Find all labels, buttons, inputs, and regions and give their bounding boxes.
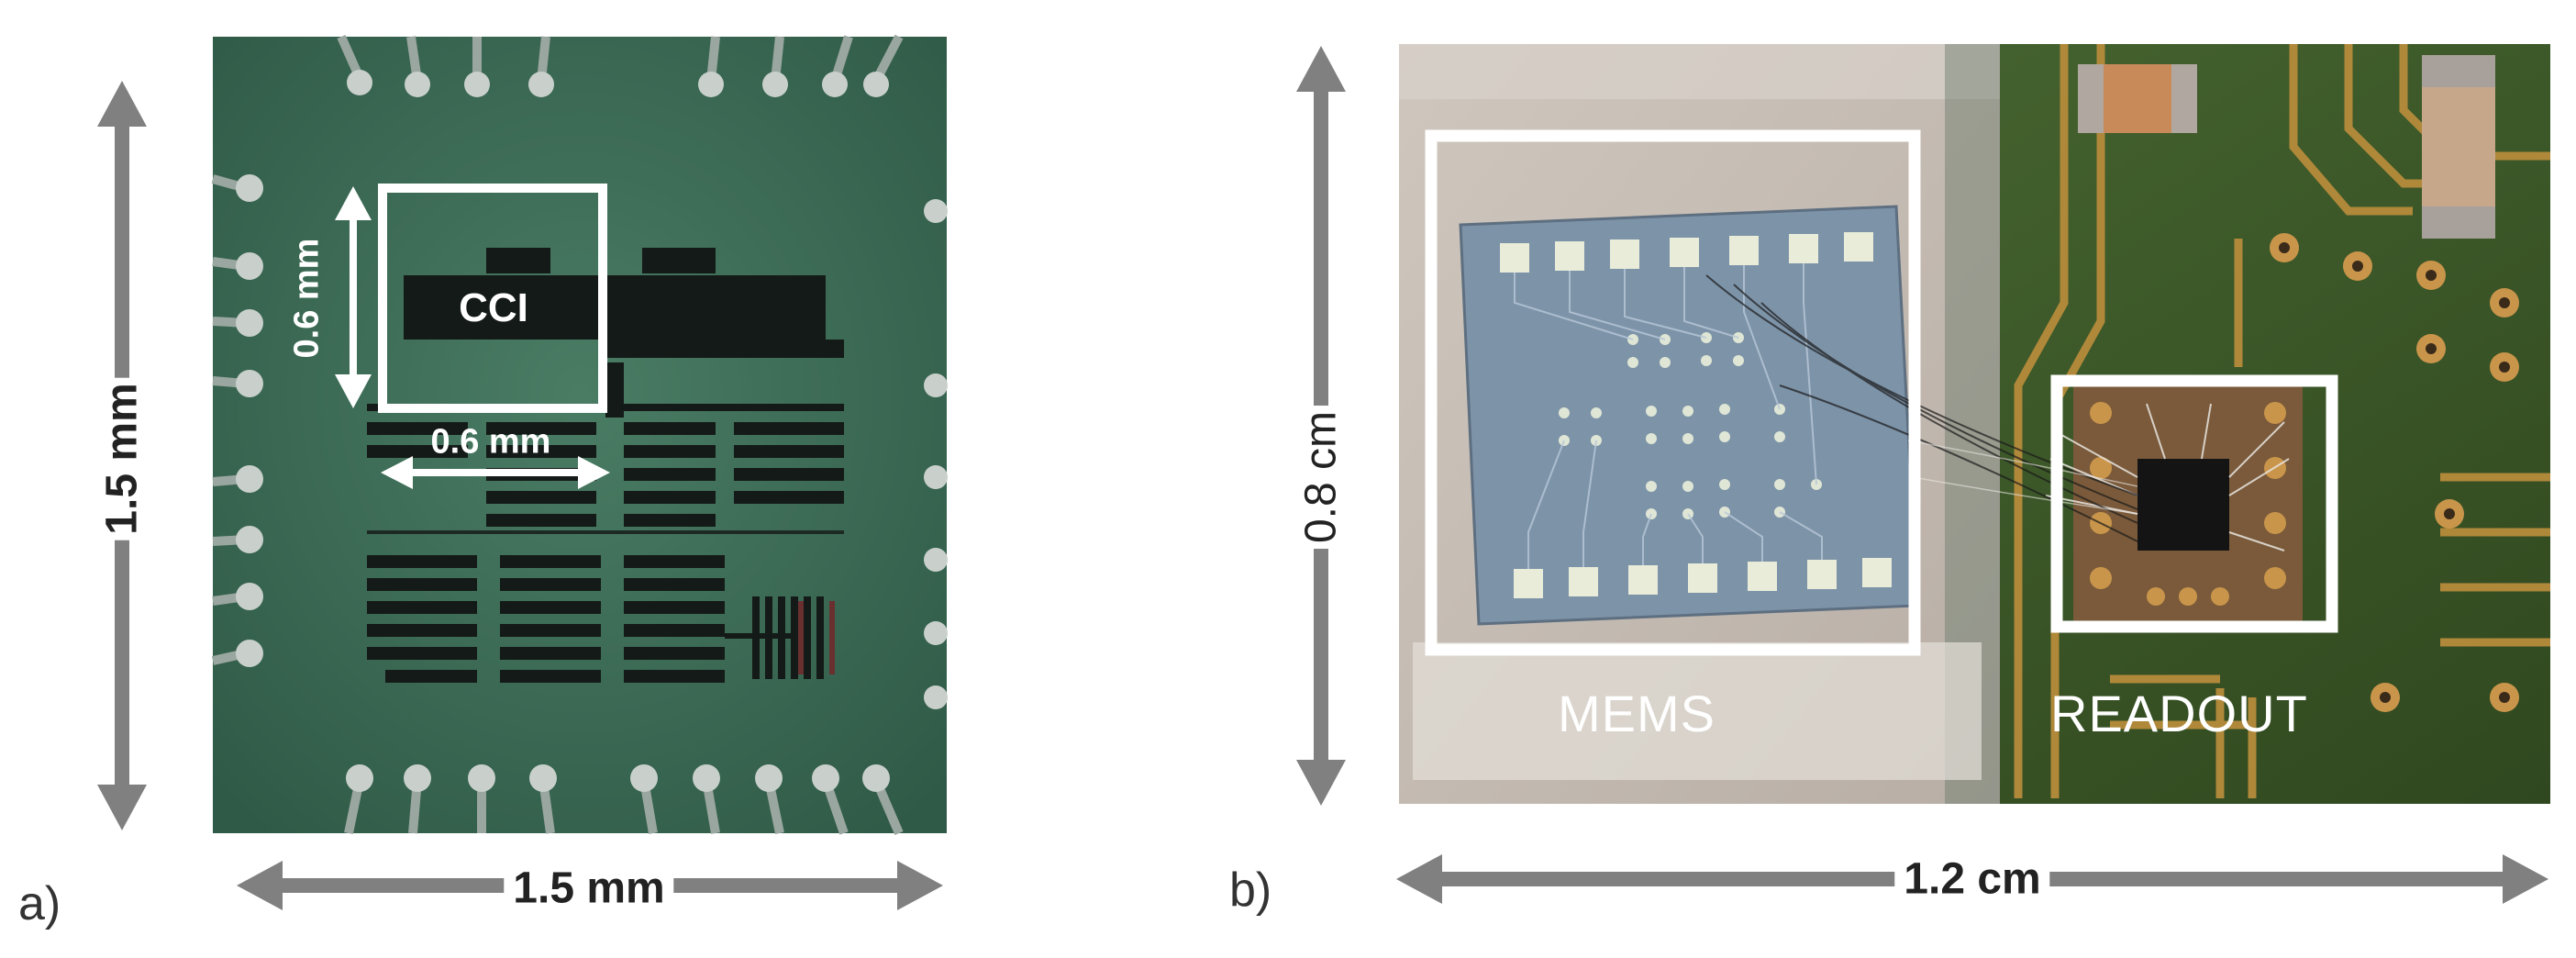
mems-traces xyxy=(1514,263,1823,569)
cci-outline-box xyxy=(378,184,607,413)
smd-components xyxy=(2078,55,2495,239)
width-label-b: 1.2 cm xyxy=(1894,853,2050,905)
height-label-b: 0.8 cm xyxy=(1295,405,1347,550)
panel-a: a) 1.5 mm 1.5 mm CCI 0.6 mm 0.6 mm xyxy=(0,0,1046,958)
width-label-a: 1.5 mm xyxy=(504,863,674,914)
right-bond-pads xyxy=(924,199,948,709)
readout-label: READOUT xyxy=(2050,685,2308,742)
cci-label: CCI xyxy=(459,285,528,330)
panel-a-letter: a) xyxy=(18,877,61,930)
panel-b: b) 0.8 cm 1.2 cm MEMS READOUT xyxy=(1138,0,2576,958)
cci-height-label: 0.6 mm xyxy=(287,238,327,359)
cci-height-arrow xyxy=(335,186,372,408)
chip-a-figure xyxy=(97,34,948,910)
mems-outline-box xyxy=(1425,129,1921,656)
readout-die xyxy=(2137,459,2229,551)
panel-b-letter: b) xyxy=(1229,863,1272,917)
left-bond-pads xyxy=(211,174,263,667)
bottom-bond-pads xyxy=(346,764,890,792)
cci-width-arrow xyxy=(381,456,610,489)
height-label-a: 1.5 mm xyxy=(96,377,148,540)
readout-pads xyxy=(2090,402,2286,606)
top-bond-pads xyxy=(347,70,889,97)
mems-label: MEMS xyxy=(1558,685,1715,742)
cci-width-label: 0.6 mm xyxy=(430,422,551,462)
board-b-figure xyxy=(1296,44,2550,904)
mems-top-pads xyxy=(1500,232,1873,273)
readout-outline-box xyxy=(2050,374,2338,633)
mems-bottom-pads xyxy=(1514,558,1892,598)
